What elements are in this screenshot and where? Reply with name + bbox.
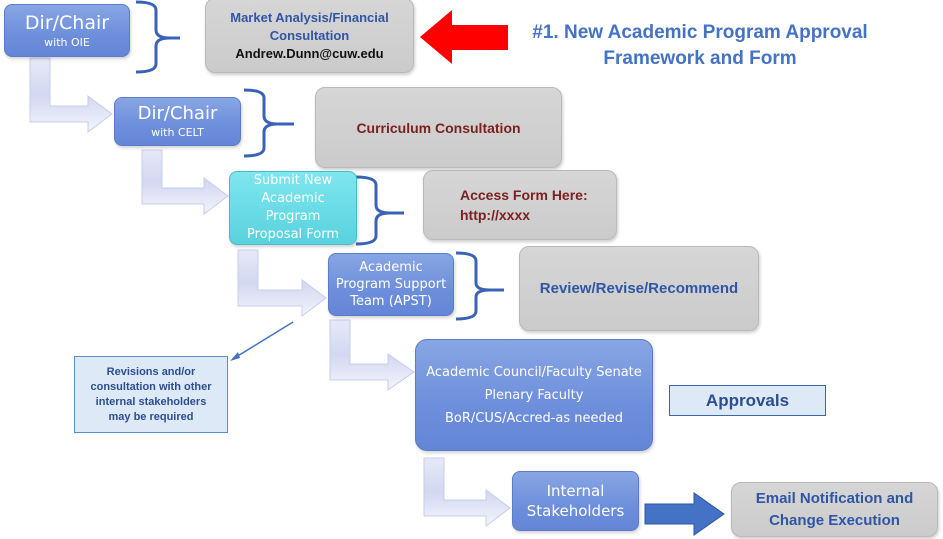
title-line-2: Framework and Form bbox=[603, 48, 797, 69]
callout-access-form: Access Form Here: http://xxxx bbox=[423, 170, 617, 240]
page-title: #1. New Academic Program Approval Framew… bbox=[510, 20, 890, 72]
bent-arrow-2 bbox=[141, 149, 229, 215]
approvals-text: Approvals bbox=[705, 390, 790, 410]
callout-curriculum-consultation: Curriculum Consultation bbox=[315, 87, 562, 168]
note-line: internal stakeholders bbox=[95, 395, 207, 408]
callout-email-notification: Email Notification and Change Execution bbox=[731, 482, 938, 537]
bent-arrow-5 bbox=[423, 457, 511, 527]
contact-email: Andrew.Dunn@cuw.edu bbox=[235, 45, 384, 61]
title-line-1: #1. New Academic Program Approval bbox=[532, 22, 868, 43]
red-arrow-icon bbox=[420, 10, 508, 64]
bent-arrow-3 bbox=[237, 249, 327, 317]
step-submit-proposal-form[interactable]: Submit New Academic Program Proposal For… bbox=[229, 171, 357, 245]
note-revisions: Revisions and/or consultation with other… bbox=[74, 356, 228, 433]
step-line: Proposal Form bbox=[246, 227, 340, 242]
step-line: Academic bbox=[261, 191, 325, 206]
step-academic-council[interactable]: Academic Council/Faculty Senate Plenary … bbox=[415, 339, 653, 451]
step-line: Plenary Faculty bbox=[484, 387, 584, 403]
approvals-label: Approvals bbox=[669, 385, 826, 416]
access-form-link[interactable]: http://xxxx bbox=[460, 207, 531, 223]
bent-arrow-4 bbox=[329, 319, 415, 391]
callout-market-analysis: Market Analysis/Financial Consultation A… bbox=[205, 0, 414, 73]
callout-label: Curriculum Consultation bbox=[356, 119, 521, 136]
note-line: may be required bbox=[108, 410, 194, 423]
step-line: Stakeholders bbox=[526, 502, 625, 520]
step-line: Team (APST) bbox=[350, 294, 432, 309]
bracket-2 bbox=[243, 88, 294, 158]
step-internal-stakeholders[interactable]: Internal Stakeholders bbox=[512, 471, 639, 531]
step-label: Dir/Chair bbox=[137, 102, 218, 124]
step-apst[interactable]: Academic Program Support Team (APST) bbox=[328, 253, 454, 316]
bracket-1 bbox=[135, 0, 180, 74]
bracket-3 bbox=[355, 175, 404, 246]
step-sublabel: with CELT bbox=[151, 125, 204, 139]
blue-block-arrow-icon bbox=[644, 492, 725, 536]
step-line: Program Support bbox=[335, 277, 447, 292]
step-dir-chair-oie[interactable]: Dir/Chair with OIE bbox=[4, 4, 130, 57]
step-line: BoR/CUS/Accred-as needed bbox=[444, 410, 624, 426]
step-line: Academic Council/Faculty Senate bbox=[426, 364, 642, 380]
step-sublabel: with OIE bbox=[44, 35, 90, 49]
callout-label: Review/Revise/Recommend bbox=[539, 280, 739, 297]
callout-line: Consultation bbox=[269, 27, 350, 43]
step-line: Submit New bbox=[253, 173, 333, 188]
callout-line: Market Analysis/Financial bbox=[230, 9, 389, 25]
step-line: Program bbox=[265, 209, 321, 224]
bent-arrow-1 bbox=[29, 57, 113, 133]
note-line: Revisions and/or bbox=[106, 365, 196, 378]
step-label: Dir/Chair bbox=[24, 11, 110, 34]
step-line: Internal bbox=[546, 482, 605, 500]
callout-line: Email Notification and bbox=[755, 489, 914, 507]
callout-label: Access Form Here: bbox=[460, 187, 588, 203]
callout-line: Change Execution bbox=[769, 511, 900, 529]
note-pointer-arrow bbox=[230, 321, 294, 361]
step-line: Academic bbox=[359, 260, 423, 275]
note-line: consultation with other bbox=[90, 380, 212, 393]
step-dir-chair-celt[interactable]: Dir/Chair with CELT bbox=[114, 97, 241, 146]
callout-review-revise-recommend: Review/Revise/Recommend bbox=[519, 246, 759, 331]
bracket-4 bbox=[455, 251, 504, 321]
